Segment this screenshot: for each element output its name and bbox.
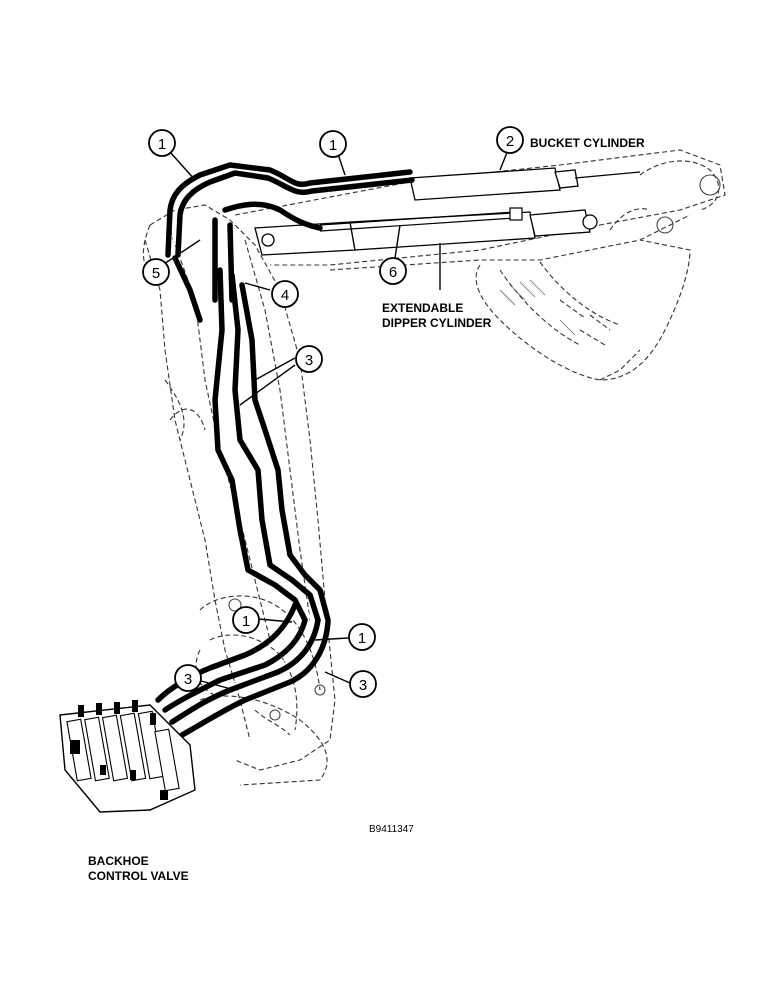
svg-text:1: 1 [358,630,366,647]
callout: 5 [142,258,170,286]
svg-text:3: 3 [359,677,367,694]
backhoe-control-valve-label-line1: BACKHOE [88,854,149,868]
backhoe-control-valve [59,700,196,813]
callout: 3 [295,345,323,373]
callout: 1 [148,129,176,157]
callout: 4 [271,280,299,308]
extendable-dipper-label-line2: DIPPER CYLINDER [382,316,492,330]
leader-lines [163,149,509,691]
callout: 6 [379,257,407,285]
backhoe-control-valve-label-line2: CONTROL VALVE [88,869,189,883]
svg-text:3: 3 [305,352,313,369]
svg-text:3: 3 [184,671,192,688]
svg-text:6: 6 [389,264,397,281]
svg-text:2: 2 [506,133,514,150]
figure-reference: B9411347 [369,824,414,835]
extendable-dipper-label-line1: EXTENDABLE [382,301,463,315]
svg-text:1: 1 [329,137,337,154]
callout: 1 [319,130,347,158]
callout: 1 [232,606,260,634]
extendable-dipper-cylinder-body [254,207,598,256]
svg-text:4: 4 [281,287,289,304]
callout: 1 [348,623,376,651]
svg-text:5: 5 [152,265,160,282]
svg-text:1: 1 [158,136,166,153]
callout: 2 [496,126,524,154]
svg-text:1: 1 [242,613,250,630]
bucket-cylinder-body [409,167,641,201]
callout: 3 [174,664,202,692]
hydraulic-tubes [155,162,415,738]
callout: 3 [349,670,377,698]
bucket-cylinder-label: BUCKET CYLINDER [530,136,645,150]
